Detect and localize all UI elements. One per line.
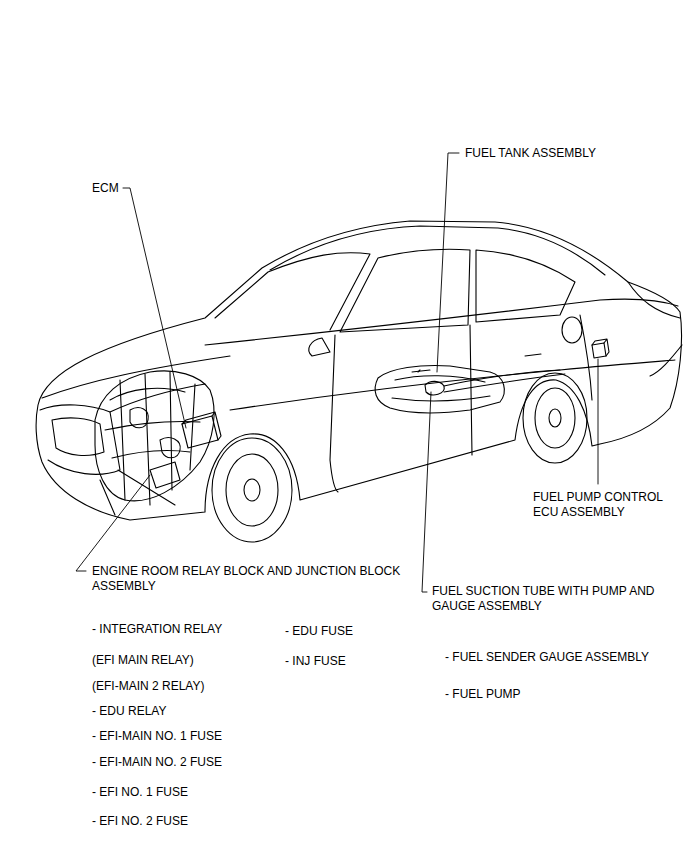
part-label: - EFI NO. 1 FUSE [92, 785, 188, 800]
part-label: - EDU FUSE [285, 624, 353, 639]
part-label: - EFI-MAIN NO. 1 FUSE [92, 729, 222, 744]
part-label: - EDU RELAY [92, 704, 166, 719]
part-label: - INTEGRATION RELAY [92, 622, 222, 637]
part-label: - FUEL PUMP [445, 687, 521, 702]
part-label: - INJ FUSE [285, 654, 346, 669]
part-label: ENGINE ROOM RELAY BLOCK AND JUNCTION BLO… [92, 564, 404, 594]
part-label: - EFI NO. 2 FUSE [92, 814, 188, 829]
part-label: - EFI-MAIN NO. 2 FUSE [92, 755, 222, 770]
part-label: ECM [92, 181, 119, 196]
part-label: FUEL PUMP CONTROL ECU ASSEMBLY [533, 490, 683, 520]
part-label: (EFI-MAIN 2 RELAY) [92, 679, 204, 694]
part-label: (EFI MAIN RELAY) [92, 653, 194, 668]
part-label: - FUEL SENDER GAUGE ASSEMBLY [445, 650, 649, 665]
part-label: FUEL TANK ASSEMBLY [465, 146, 596, 161]
part-label: FUEL SUCTION TUBE WITH PUMP AND GAUGE AS… [432, 584, 682, 614]
